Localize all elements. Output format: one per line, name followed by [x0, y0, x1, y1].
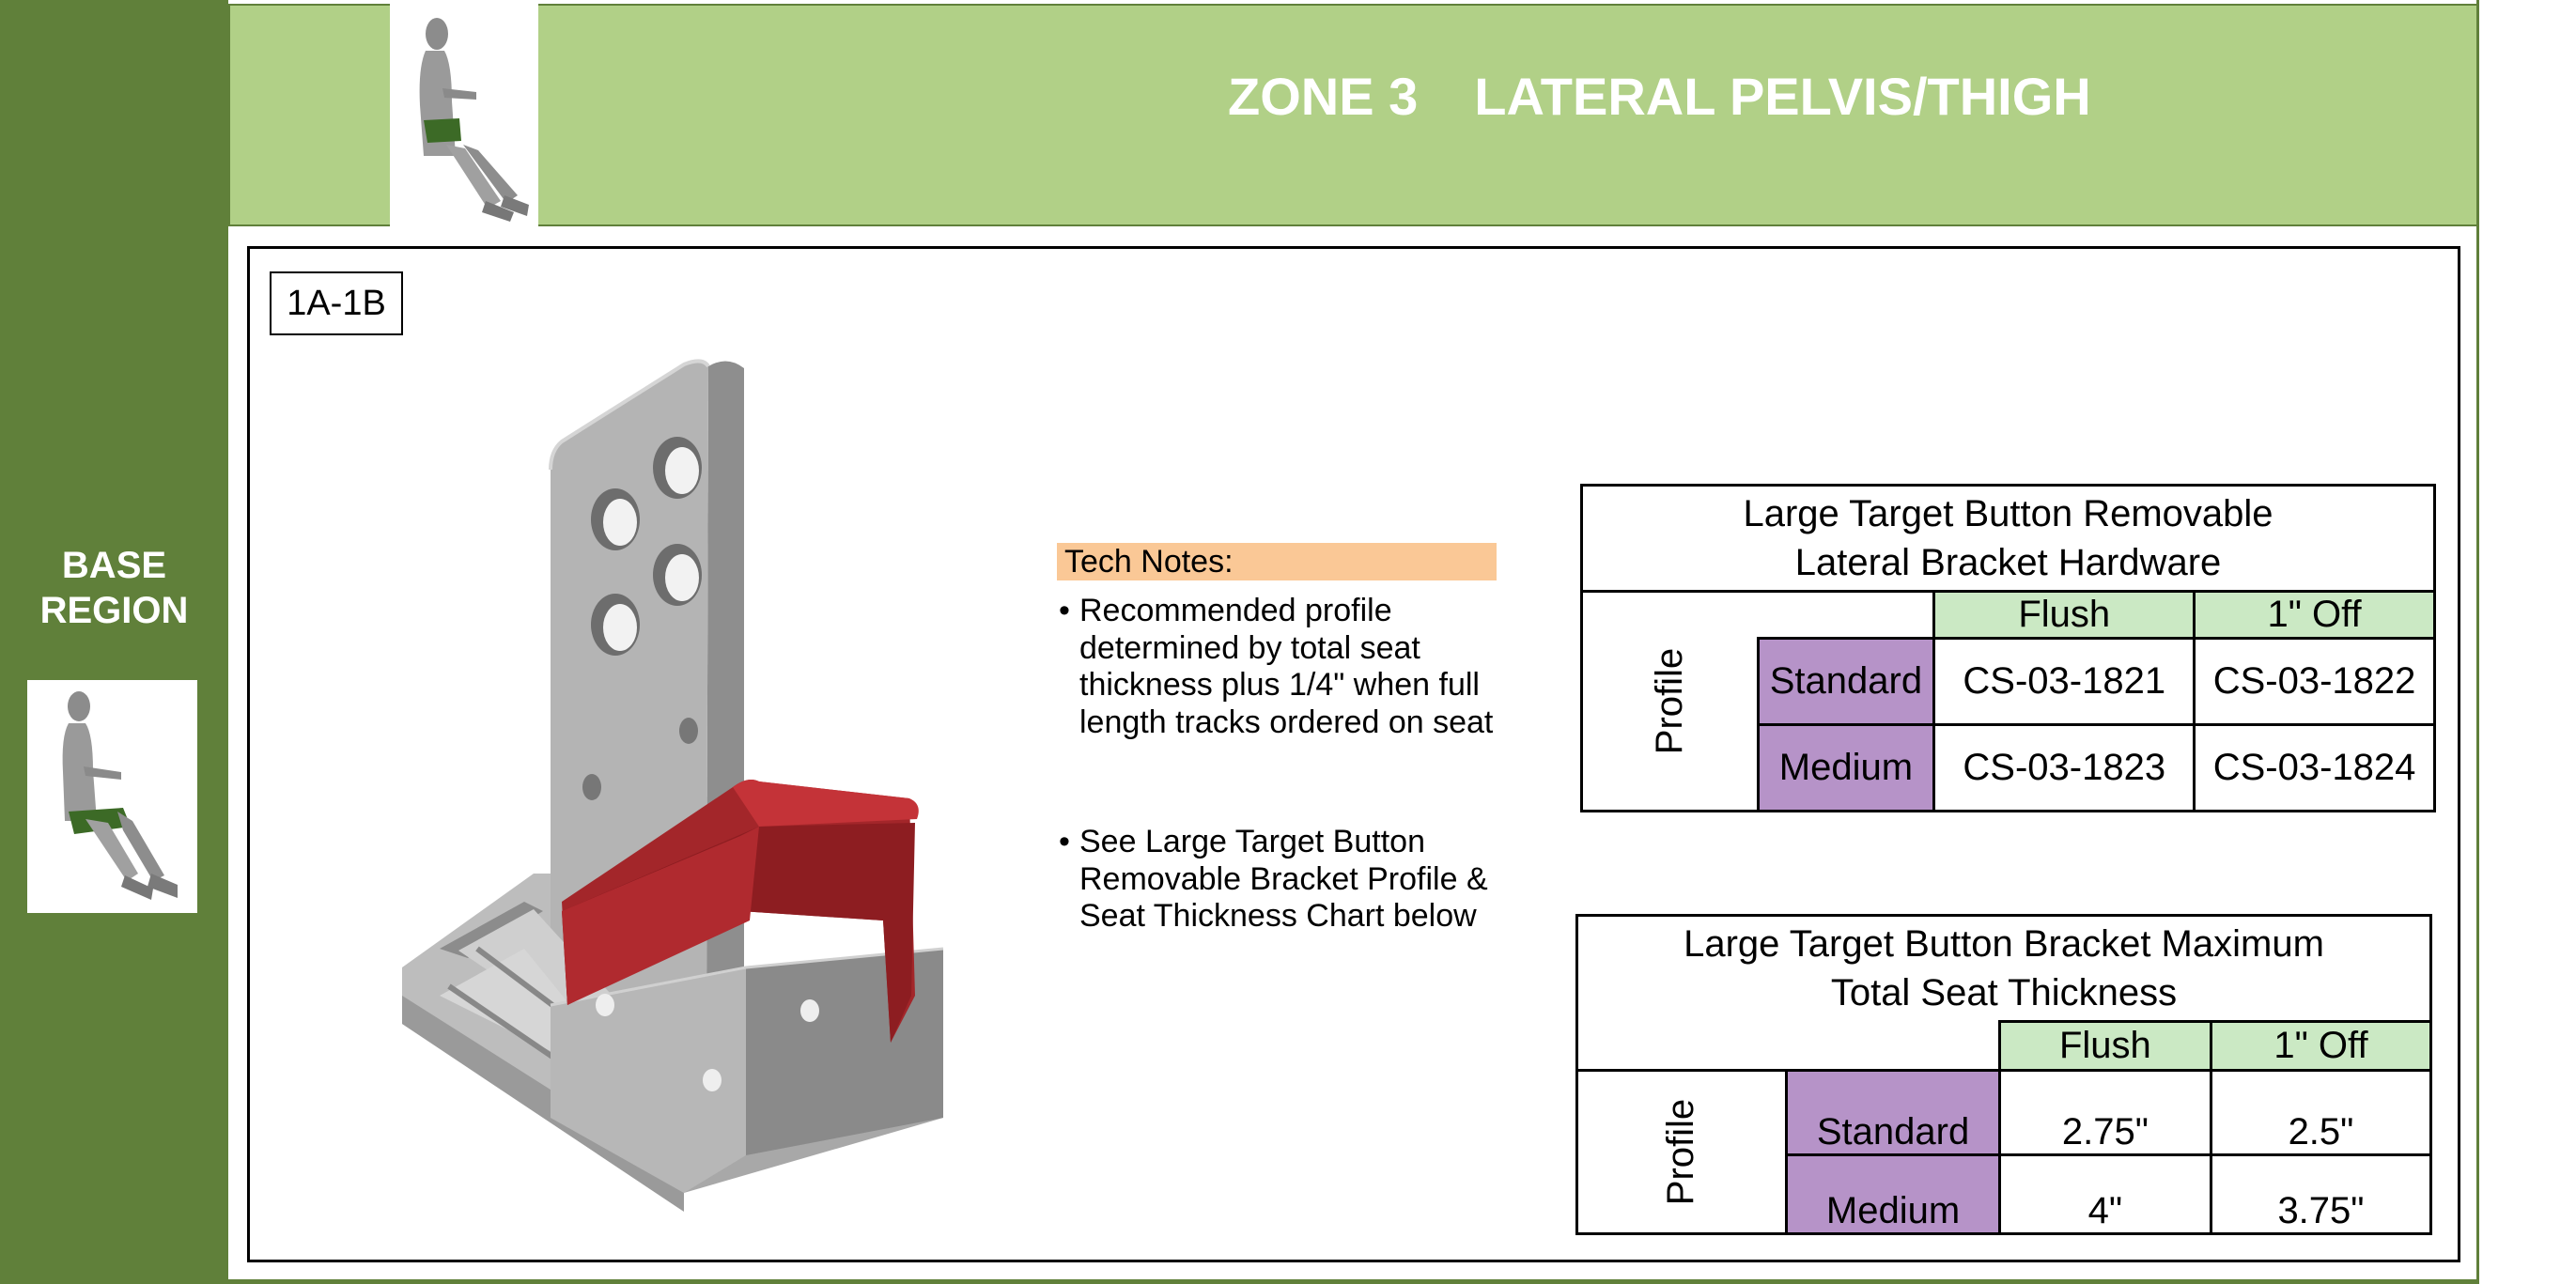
- row-axis-label-cell: Profile: [1575, 1069, 1789, 1235]
- tech-note-text: See Large Target Button Removable Bracke…: [1079, 824, 1488, 934]
- thickness-table: Large Target Button Bracket Maximum Tota…: [1575, 914, 2433, 1235]
- bracket-illustration: [402, 359, 944, 1212]
- thickness-table-title-line1: Large Target Button Bracket Maximum: [1684, 923, 2324, 965]
- row-axis-label: Profile: [1660, 1098, 1702, 1206]
- table-cell: CS-03-1824: [2193, 723, 2436, 812]
- tech-note-item: • Recommended profile determined by tota…: [1059, 593, 1500, 741]
- bullet-icon: •: [1059, 593, 1070, 628]
- seated-figure-base-image: [27, 680, 197, 913]
- hardware-table-title-line2: Lateral Bracket Hardware: [1794, 542, 2222, 583]
- table-cell: CS-03-1821: [1932, 637, 2196, 726]
- part-code-label: 1A-1B: [270, 271, 403, 335]
- table-cell: 4": [1997, 1153, 2212, 1235]
- column-header: Flush: [1932, 590, 2196, 640]
- column-header: 1" Off: [2209, 1020, 2433, 1072]
- table-cell: 2.75": [1997, 1069, 2212, 1156]
- hardware-table: Large Target Button Removable Lateral Br…: [1580, 484, 2436, 812]
- hardware-table-title-line1: Large Target Button Removable: [1743, 493, 2273, 534]
- row-header: Medium: [1785, 1153, 2001, 1235]
- row-axis-label-cell: Profile: [1580, 590, 1758, 812]
- sidebar: BASE REGION: [0, 0, 228, 1284]
- table-cell: CS-03-1823: [1932, 723, 2196, 812]
- hardware-table-title: Large Target Button Removable Lateral Br…: [1580, 484, 2436, 593]
- region-label-line1: BASE: [61, 545, 167, 586]
- bullet-icon: •: [1059, 824, 1070, 859]
- row-header: Standard: [1785, 1069, 2001, 1156]
- tech-notes-heading: Tech Notes:: [1057, 543, 1497, 580]
- column-header: 1" Off: [2193, 590, 2436, 640]
- zone-title: ZONE 3 LATERAL PELVIS/THIGH: [1228, 66, 2091, 127]
- zone-name: LATERAL PELVIS/THIGH: [1474, 67, 2091, 126]
- thickness-table-title: Large Target Button Bracket Maximum Tota…: [1575, 914, 2432, 1022]
- tech-note-text: Recommended profile determined by total …: [1079, 593, 1494, 740]
- header-banner: ZONE 3 LATERAL PELVIS/THIGH: [228, 4, 2478, 226]
- zone-number: ZONE 3: [1228, 67, 1419, 126]
- tech-note-item: • See Large Target Button Removable Brac…: [1059, 824, 1500, 936]
- row-header: Standard: [1756, 637, 1936, 726]
- table-cell: 2.5": [2209, 1069, 2433, 1156]
- bottom-border: [228, 1279, 2479, 1284]
- right-border: [2476, 0, 2479, 1284]
- table-cell: CS-03-1822: [2193, 637, 2436, 726]
- thickness-table-title-line2: Total Seat Thickness: [1830, 972, 2178, 1013]
- region-label: BASE REGION: [0, 543, 228, 633]
- row-header: Medium: [1756, 723, 1936, 812]
- row-axis-label: Profile: [1648, 647, 1690, 755]
- column-header: Flush: [1997, 1020, 2212, 1072]
- region-label-line2: REGION: [39, 590, 189, 631]
- table-cell: 3.75": [2209, 1153, 2433, 1235]
- seated-figure-zone-image: [390, 4, 538, 230]
